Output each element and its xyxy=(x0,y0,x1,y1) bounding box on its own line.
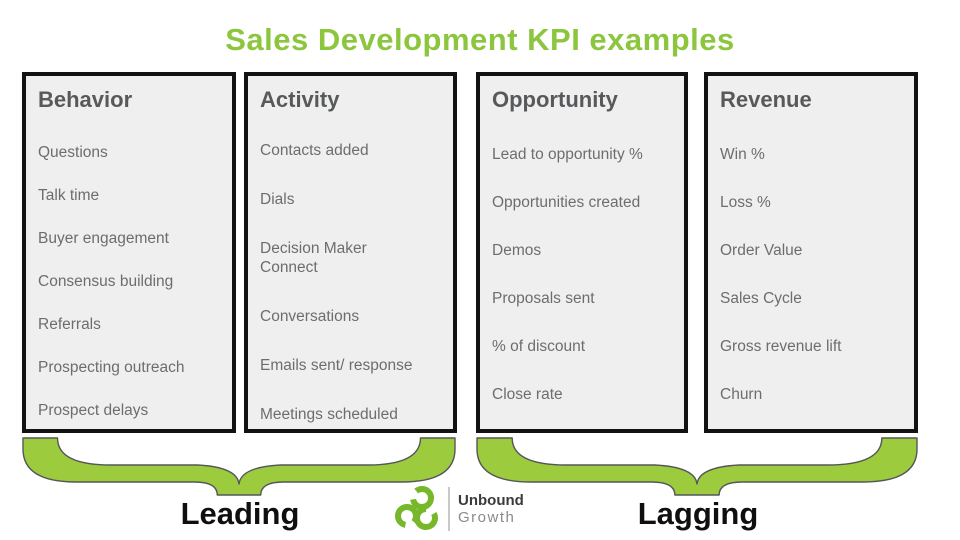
page-title: Sales Development KPI examples xyxy=(225,22,735,57)
kpi-item-list: Lead to opportunity % Opportunities crea… xyxy=(492,145,672,404)
kpi-item: Churn xyxy=(720,386,763,403)
kpi-item: Meetings scheduled xyxy=(260,406,398,423)
kpi-item: Prospecting outreach xyxy=(38,359,185,376)
unbound-growth-logo: Unbound Growth xyxy=(394,483,524,535)
kpi-box-header: Activity xyxy=(260,87,340,112)
kpi-item: Conversations xyxy=(260,308,360,325)
kpi-item-list: Win % Loss % Order Value Sales Cycle Gro… xyxy=(720,145,902,404)
kpi-item: Buyer engagement xyxy=(38,230,169,247)
kpi-item: Demos xyxy=(492,242,542,259)
kpi-item: Talk time xyxy=(38,187,100,204)
kpi-box-header: Behavior xyxy=(38,87,133,112)
kpi-item-list: Contacts added Dials Decision Maker Conn… xyxy=(260,141,441,424)
kpi-box-revenue: Revenue Win % Loss % Order Value Sales C… xyxy=(704,72,918,433)
lagging-label: Lagging xyxy=(637,496,759,531)
kpi-item: % of discount xyxy=(492,338,586,355)
kpi-item: Sales Cycle xyxy=(720,290,802,307)
kpi-item: Proposals sent xyxy=(492,290,595,307)
kpi-item: Referrals xyxy=(38,316,101,333)
kpi-item-list: Questions Talk time Buyer engagement Con… xyxy=(38,143,220,420)
kpi-item: Contacts added xyxy=(260,142,369,159)
kpi-item: Win % xyxy=(720,146,765,163)
leading-brace-icon xyxy=(22,437,456,499)
logo-text: Unbound Growth xyxy=(458,492,524,526)
kpi-item: Gross revenue lift xyxy=(720,338,842,355)
lagging-brace-icon xyxy=(476,437,918,499)
kpi-item: Lead to opportunity % xyxy=(492,146,643,163)
kpi-box-activity: Activity Contacts added Dials Decision M… xyxy=(244,72,457,433)
kpi-box-header: Opportunity xyxy=(492,87,618,112)
logo-wordmark-growth: Growth xyxy=(458,509,516,526)
logo-wordmark-unbound: Unbound xyxy=(458,492,524,509)
kpi-item: Close rate xyxy=(492,386,563,403)
leading-label: Leading xyxy=(180,496,300,531)
kpi-item: Loss % xyxy=(720,194,771,211)
kpi-item: Dials xyxy=(260,191,295,208)
kpi-item: Emails sent/ response xyxy=(260,357,413,374)
kpi-item: Opportunities created xyxy=(492,194,641,211)
kpi-box-header: Revenue xyxy=(720,87,812,112)
kpi-item: Order Value xyxy=(720,242,803,259)
logo-divider xyxy=(448,487,450,531)
kpi-item: Questions xyxy=(38,144,108,161)
kpi-box-behavior: Behavior Questions Talk time Buyer engag… xyxy=(22,72,236,433)
kpi-item: Decision Maker Connect xyxy=(260,240,367,276)
unbound-growth-trefoil-rings-icon xyxy=(395,485,438,530)
kpi-item: Consensus building xyxy=(38,273,174,290)
kpi-box-opportunity: Opportunity Lead to opportunity % Opport… xyxy=(476,72,688,433)
kpi-item: Prospect delays xyxy=(38,402,149,419)
